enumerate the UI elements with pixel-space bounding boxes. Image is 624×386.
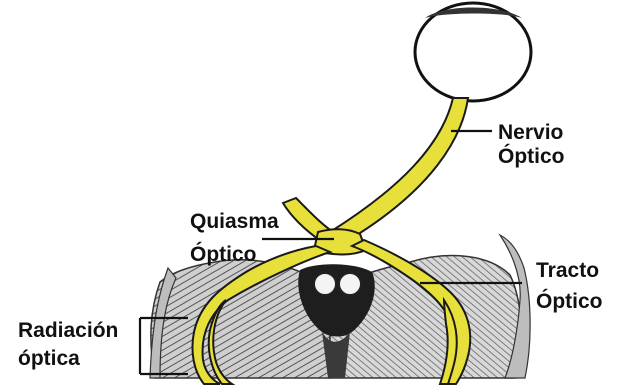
label-nervio-line2: Óptico bbox=[498, 144, 565, 168]
label-quiasma-line2: Óptico bbox=[190, 242, 257, 266]
label-tracto-line2: Óptico bbox=[536, 289, 603, 313]
label-tracto-line1: Tracto bbox=[536, 259, 599, 282]
label-radiacion-line2: óptica bbox=[18, 347, 80, 370]
label-radiacion-line1: Radiación bbox=[18, 319, 118, 342]
label-quiasma-line1: Quiasma bbox=[190, 210, 279, 233]
eyeball bbox=[415, 3, 531, 101]
label-nervio-line1: Nervio bbox=[498, 121, 563, 144]
optic-nerve-shape bbox=[330, 98, 468, 238]
